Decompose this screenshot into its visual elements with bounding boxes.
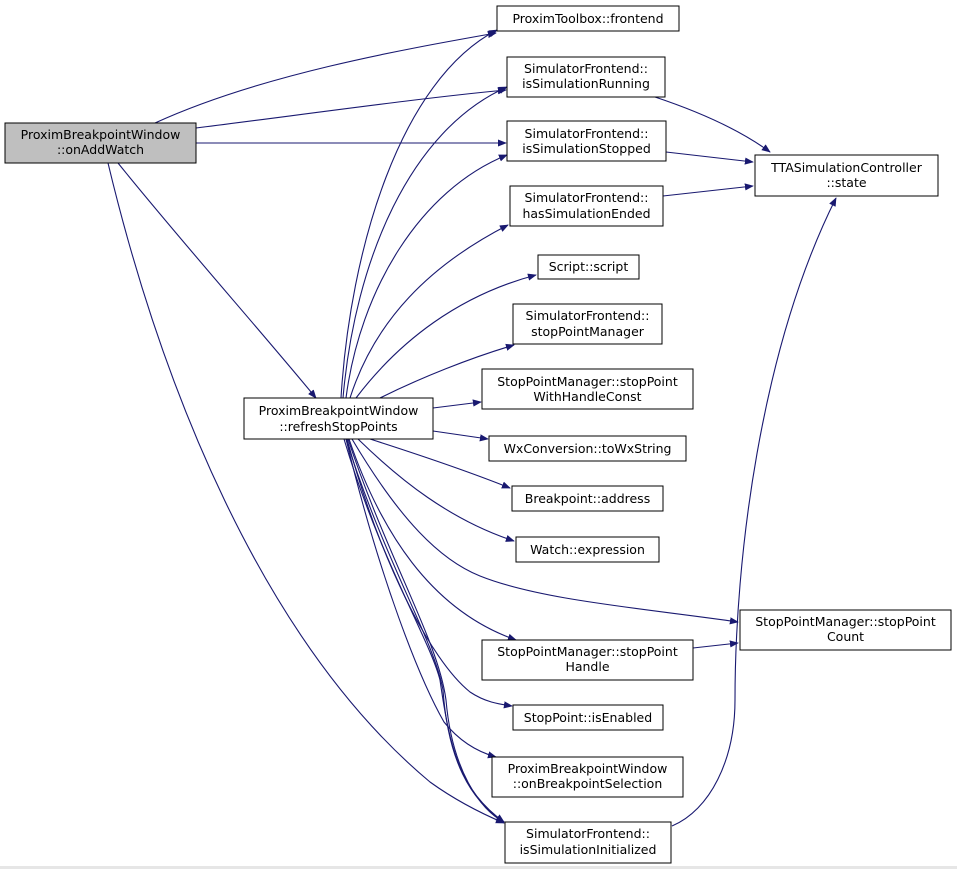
node-label-line1: Watch::expression [530,542,645,557]
node-label-line1: SimulatorFrontend:: [526,308,650,323]
edge-issimulationinitialized-to-state [671,197,837,827]
edge-hassimulationended-to-state [662,183,754,197]
edge-issimulationrunning-to-state [654,96,771,153]
node-isenabled[interactable]: StopPoint::isEnabled [512,704,664,731]
node-label-line1: ProximToolbox::frontend [512,11,663,26]
node-expression[interactable]: Watch::expression [515,536,660,563]
node-label-line2: ::state [826,175,866,190]
node-stoppointhandle[interactable]: StopPointManager::stopPoint Handle [481,639,694,681]
node-label-line1: StopPointManager::stopPoint [755,614,936,629]
node-label-line2: ::onAddWatch [57,142,144,157]
node-label-line1: ProximBreakpointWindow [21,127,181,142]
edge-onaddwatch-to-refreshstoppoints [117,162,317,399]
node-label-line1: SimulatorFrontend:: [525,126,649,141]
edge-refresh-to-issimulationinitialized-a [343,438,505,823]
bottom-divider [0,866,957,869]
node-label-line1: ProximBreakpointWindow [259,403,419,418]
edge-stoppointhandle-to-stoppointcount [692,640,739,649]
node-label-line2: Count [827,629,864,644]
edge-refresh-to-issimulationrunning [342,86,508,399]
node-onaddwatch[interactable]: ProximBreakpointWindow ::onAddWatch [4,122,197,164]
node-label-line1: SimulatorFrontend:: [525,190,649,205]
node-label-line1: WxConversion::toWxString [504,441,672,456]
node-address[interactable]: Breakpoint::address [511,485,664,512]
edge-refresh-to-script [355,273,537,399]
edge-onaddwatch-to-issimulationrunning [195,87,507,129]
node-label-line2: isSimulationStopped [522,141,651,156]
edge-refresh-to-hassimulationended [349,224,509,399]
node-refreshstoppoints[interactable]: ProximBreakpointWindow ::refreshStopPoin… [243,397,434,440]
node-label-line1: SimulatorFrontend:: [526,826,650,841]
edge-refresh-to-towxstring [432,430,489,442]
node-issimulationstopped[interactable]: SimulatorFrontend:: isSimulationStopped [506,120,667,162]
node-stoppointcount[interactable]: StopPointManager::stopPoint Count [739,609,952,651]
edge-refresh-to-frontend [340,29,498,399]
edge-refresh-to-isenabled [346,438,513,709]
node-label-line2: WithHandleConst [533,389,641,404]
node-towxstring[interactable]: WxConversion::toWxString [488,435,687,462]
node-label-line1: ProximBreakpointWindow [508,761,668,776]
node-stoppointmanager[interactable]: SimulatorFrontend:: stopPointManager [512,303,663,345]
edge-refresh-to-stoppointmanager [379,343,515,399]
edge-refresh-to-address [369,438,511,489]
edge-issimulationstopped-to-state [665,151,754,165]
node-state[interactable]: TTASimulationController ::state [754,154,939,197]
node-label-line1: SimulatorFrontend:: [524,61,648,76]
node-label-line2: ::refreshStopPoints [279,419,397,434]
edge-refresh-to-issimulationinitialized-c [347,438,505,823]
edge-refresh-to-stoppointwithhandleconst [432,399,482,409]
node-label-line1: StopPointManager::stopPoint [497,644,678,659]
node-hassimulationended[interactable]: SimulatorFrontend:: hasSimulationEnded [509,185,664,227]
node-label-line2: isSimulationRunning [522,76,650,91]
edge-onaddwatch-to-frontend [154,30,497,124]
edge-refresh-to-onbreakpointselection [345,438,497,759]
node-onbreakpointselection[interactable]: ProximBreakpointWindow ::onBreakpointSel… [491,756,684,798]
node-label-line1: Script::script [549,259,629,274]
node-script[interactable]: Script::script [537,254,640,280]
node-label-line2: isSimulationInitialized [520,842,657,857]
node-label-line2: ::onBreakpointSelection [513,776,663,791]
node-issimulationinitialized[interactable]: SimulatorFrontend:: isSimulationInitiali… [504,821,672,864]
node-label-line1: Breakpoint::address [525,491,650,506]
node-label-line1: StopPoint::isEnabled [524,710,652,725]
edge-refresh-to-stoppointcount [351,438,739,625]
node-stoppointwithhandleconst[interactable]: StopPointManager::stopPoint WithHandleCo… [481,368,694,410]
edge-refresh-to-stoppointhandle [348,438,517,641]
edge-refresh-to-issimulationstopped [345,154,508,399]
node-frontend[interactable]: ProximToolbox::frontend [496,5,680,32]
node-label-line2: hasSimulationEnded [522,206,650,221]
node-label-line2: stopPointManager [531,324,645,339]
node-label-line1: StopPointManager::stopPoint [497,374,678,389]
node-label-line1: TTASimulationController [770,160,923,175]
edge-refresh-to-expression [357,438,515,542]
node-issimulationrunning[interactable]: SimulatorFrontend:: isSimulationRunning [506,56,666,98]
node-label-line2: Handle [565,659,609,674]
edge-onaddwatch-to-issimulationinitialized [107,162,505,824]
